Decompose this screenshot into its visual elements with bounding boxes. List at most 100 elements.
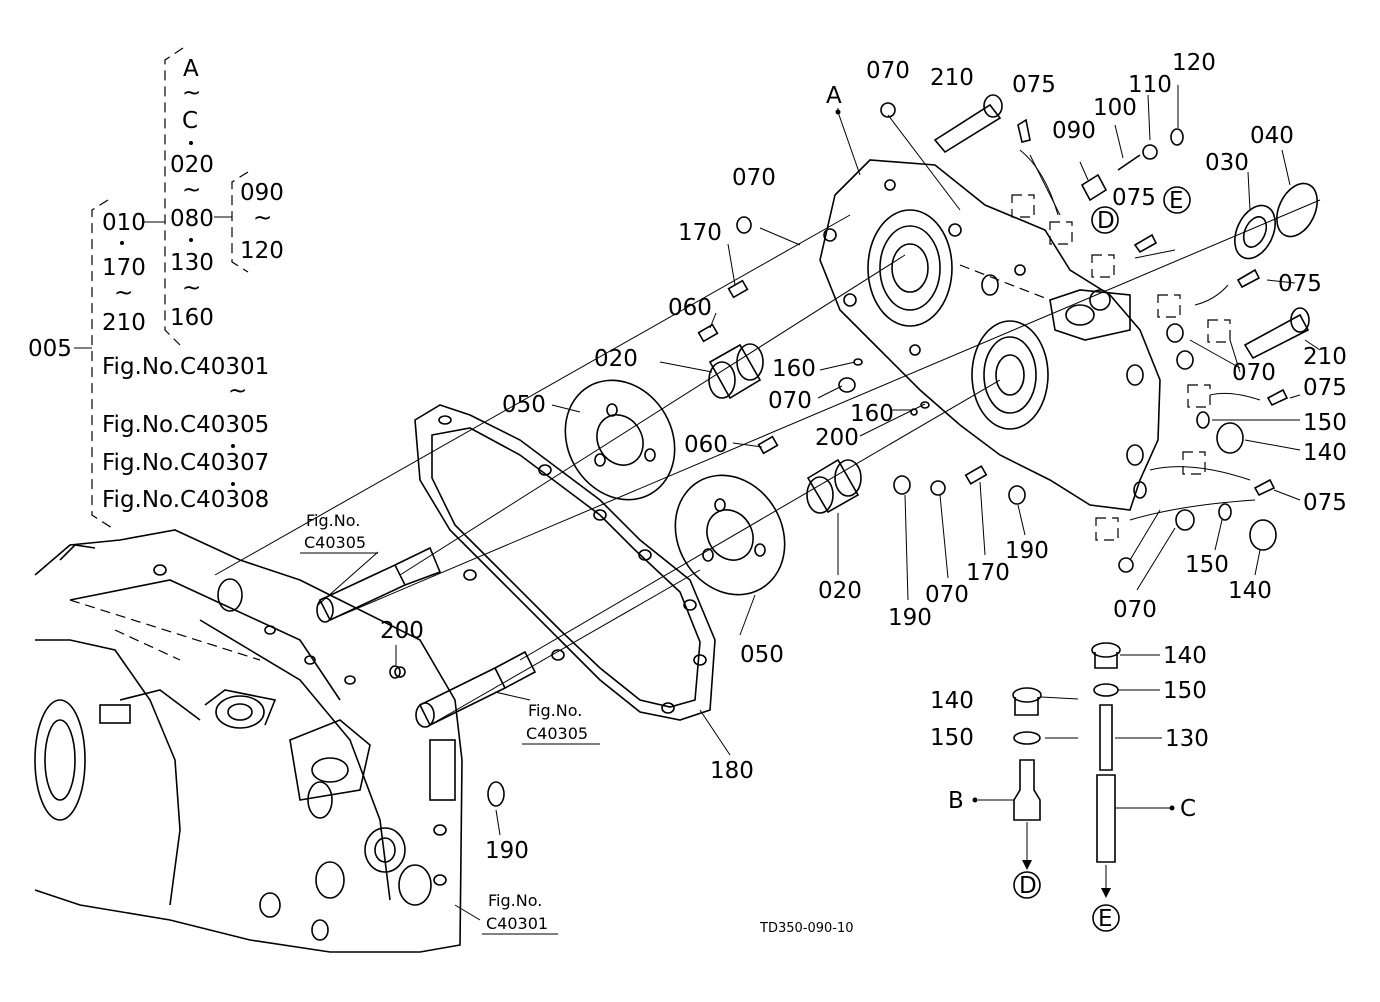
pump-housing-A [819,159,1161,511]
callout-A: A [826,83,842,109]
marker-E: E [1169,188,1184,214]
fig-ref-label: Fig.No. [488,891,542,910]
callout-070: 070 [732,165,776,191]
tree-fig-tilde: ~ [228,378,247,404]
shafts [316,546,537,807]
callout-210: 210 [930,65,974,91]
callout-075: 075 [1303,490,1347,516]
callout-190: 190 [888,605,932,631]
alignment-lines [214,199,1321,726]
marker-E: E [1098,906,1113,932]
tree-g2-item: 080 [170,206,214,232]
fig-ref-number: C40305 [304,533,366,552]
tree-g2-item: A [183,56,199,82]
callout-C: C [1180,796,1196,822]
callout-150: 150 [930,725,974,751]
connection-markers: D E D E [1013,186,1191,932]
tree-fig-item: Fig.No.C40305 [102,412,269,438]
fig-ref-number: C40301 [486,914,548,933]
small-parts [697,102,1134,573]
tree-g2-item: 130 [170,250,214,276]
tree-g1-item: 170 [102,255,146,281]
callout-210: 210 [1303,344,1347,370]
valve-assembly-C [1091,642,1121,898]
callout-075: 075 [1112,185,1156,211]
callout-075: 075 [1278,271,1322,297]
valve-assembly-B [1012,687,1042,870]
dashed-plug-boxes [1011,194,1231,541]
tree-g3-tilde: ~ [253,205,272,231]
callout-140: 140 [930,688,974,714]
tree-g1-item: 010 [102,210,146,236]
callout-070: 070 [1113,597,1157,623]
marker-D: D [1019,873,1037,899]
side-plate-050-lower [674,474,786,596]
callout-180: 180 [710,758,754,784]
tree-g3-item: 090 [240,180,284,206]
callout-120: 120 [1172,50,1216,76]
callout-160: 160 [850,401,894,427]
callout-020: 020 [594,346,638,372]
tree-g1-tilde: ~ [114,280,133,306]
tree-g2-tilde: ~ [182,177,201,203]
tree-fig-item: Fig.No.C40301 [102,354,269,380]
callout-130: 130 [1165,726,1209,752]
callout-030: 030 [1205,150,1249,176]
callout-060: 060 [668,295,712,321]
callout-110: 110 [1128,72,1172,98]
callout-140: 140 [1303,440,1347,466]
callout-050: 050 [502,392,546,418]
fig-ref-label: Fig.No. [528,701,582,720]
callout-070: 070 [866,58,910,84]
callout-140: 140 [1163,643,1207,669]
callout-075: 075 [1012,72,1056,98]
callout-040: 040 [1250,123,1294,149]
callout-150: 150 [1303,410,1347,436]
callout-150: 150 [1163,678,1207,704]
callout-070: 070 [768,388,812,414]
callout-090: 090 [1052,118,1096,144]
callout-190: 190 [485,838,529,864]
tree-fig-item: Fig.No.C40307 [102,450,269,476]
drawing-code: TD350-090-10 [759,921,854,936]
figure-references: Fig.No. C40305 Fig.No. C40305 Fig.No. C4… [300,511,600,935]
tree-g3-item: 120 [240,238,284,264]
tree-g2-item: 020 [170,152,214,178]
tree-g2-item: 160 [170,305,214,331]
callout-200: 200 [380,618,424,644]
tree-g2-item: C [182,108,198,134]
callout-070: 070 [925,582,969,608]
parts-hierarchy-tree: 005 010 170 ~ 210 A ~ C 020 ~ 080 130 ~ … [28,47,284,529]
relief-valve-parts [389,94,1318,679]
callout-150: 150 [1185,552,1229,578]
tree-root-005: 005 [28,336,72,362]
callout-160: 160 [772,356,816,382]
callout-B: B [948,788,964,814]
part-callouts: 070 210 075 120 110 100 090 040 030 075 … [380,50,1347,864]
side-plate-050-upper [564,379,676,501]
bearing-020-lower [806,458,862,514]
fig-ref-number: C40305 [526,724,588,743]
callout-020: 020 [818,578,862,604]
callout-070: 070 [1232,360,1276,386]
bearing-020-upper [708,343,764,400]
callout-060: 060 [684,432,728,458]
callout-050: 050 [740,642,784,668]
tree-fig-item: Fig.No.C40308 [102,487,269,513]
callout-100: 100 [1093,95,1137,121]
callout-190: 190 [1005,538,1049,564]
tree-g1-item: 210 [102,310,146,336]
callout-170: 170 [966,560,1010,586]
tree-g2-tilde: ~ [182,80,201,106]
gasket-180 [414,404,716,721]
fig-ref-label: Fig.No. [306,511,360,530]
tree-g2-tilde: ~ [182,275,201,301]
callout-140: 140 [1228,578,1272,604]
callout-170: 170 [678,220,722,246]
leader-lines [317,85,1321,921]
callout-200: 200 [815,425,859,451]
callout-075: 075 [1303,375,1347,401]
marker-D: D [1097,208,1115,234]
transmission-case [34,529,463,953]
